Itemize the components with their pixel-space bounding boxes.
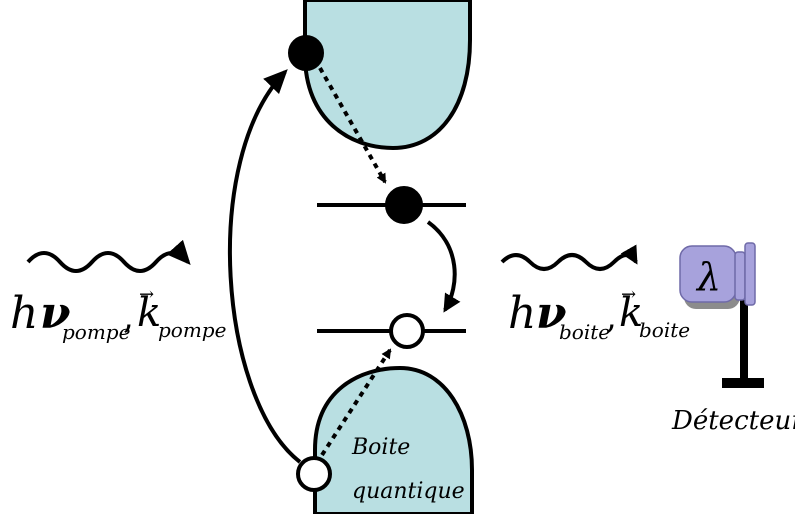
pump-nu-subscript: pompe — [62, 320, 130, 344]
emission-comma: , — [606, 297, 617, 337]
pump-k-vector-arrow: → — [139, 284, 154, 305]
hole-valence-band — [298, 458, 330, 490]
emission-photon-label: h ν boite , k → boite — [508, 284, 690, 344]
pump-excitation-arrow — [230, 72, 300, 462]
dot-label-line1: Boite — [351, 435, 410, 460]
pump-comma: , — [123, 297, 134, 337]
emission-k-subscript: boite — [639, 318, 690, 342]
detector-label: Détecteur — [671, 406, 795, 436]
emission-h: h — [508, 288, 536, 339]
electron-dot-level — [386, 187, 422, 223]
dot-label-line2: quantique — [352, 479, 465, 504]
emitted-photon-wave — [502, 255, 636, 269]
spectrometer-detector-icon: λ — [680, 243, 764, 388]
conduction-band — [305, 0, 470, 148]
emission-k-vector-arrow: → — [621, 284, 636, 305]
pump-h: h — [10, 288, 38, 339]
pump-k-subscript: pompe — [158, 318, 226, 342]
recombination-arrow — [428, 222, 455, 310]
hole-dot-level — [391, 315, 423, 347]
electron-conduction-band — [289, 36, 323, 70]
pump-photon-label: h ν pompe , k → pompe — [10, 284, 226, 344]
detector-lambda: λ — [695, 255, 721, 299]
pump-photon-wave — [28, 253, 188, 271]
emission-nu-subscript: boite — [559, 320, 610, 344]
